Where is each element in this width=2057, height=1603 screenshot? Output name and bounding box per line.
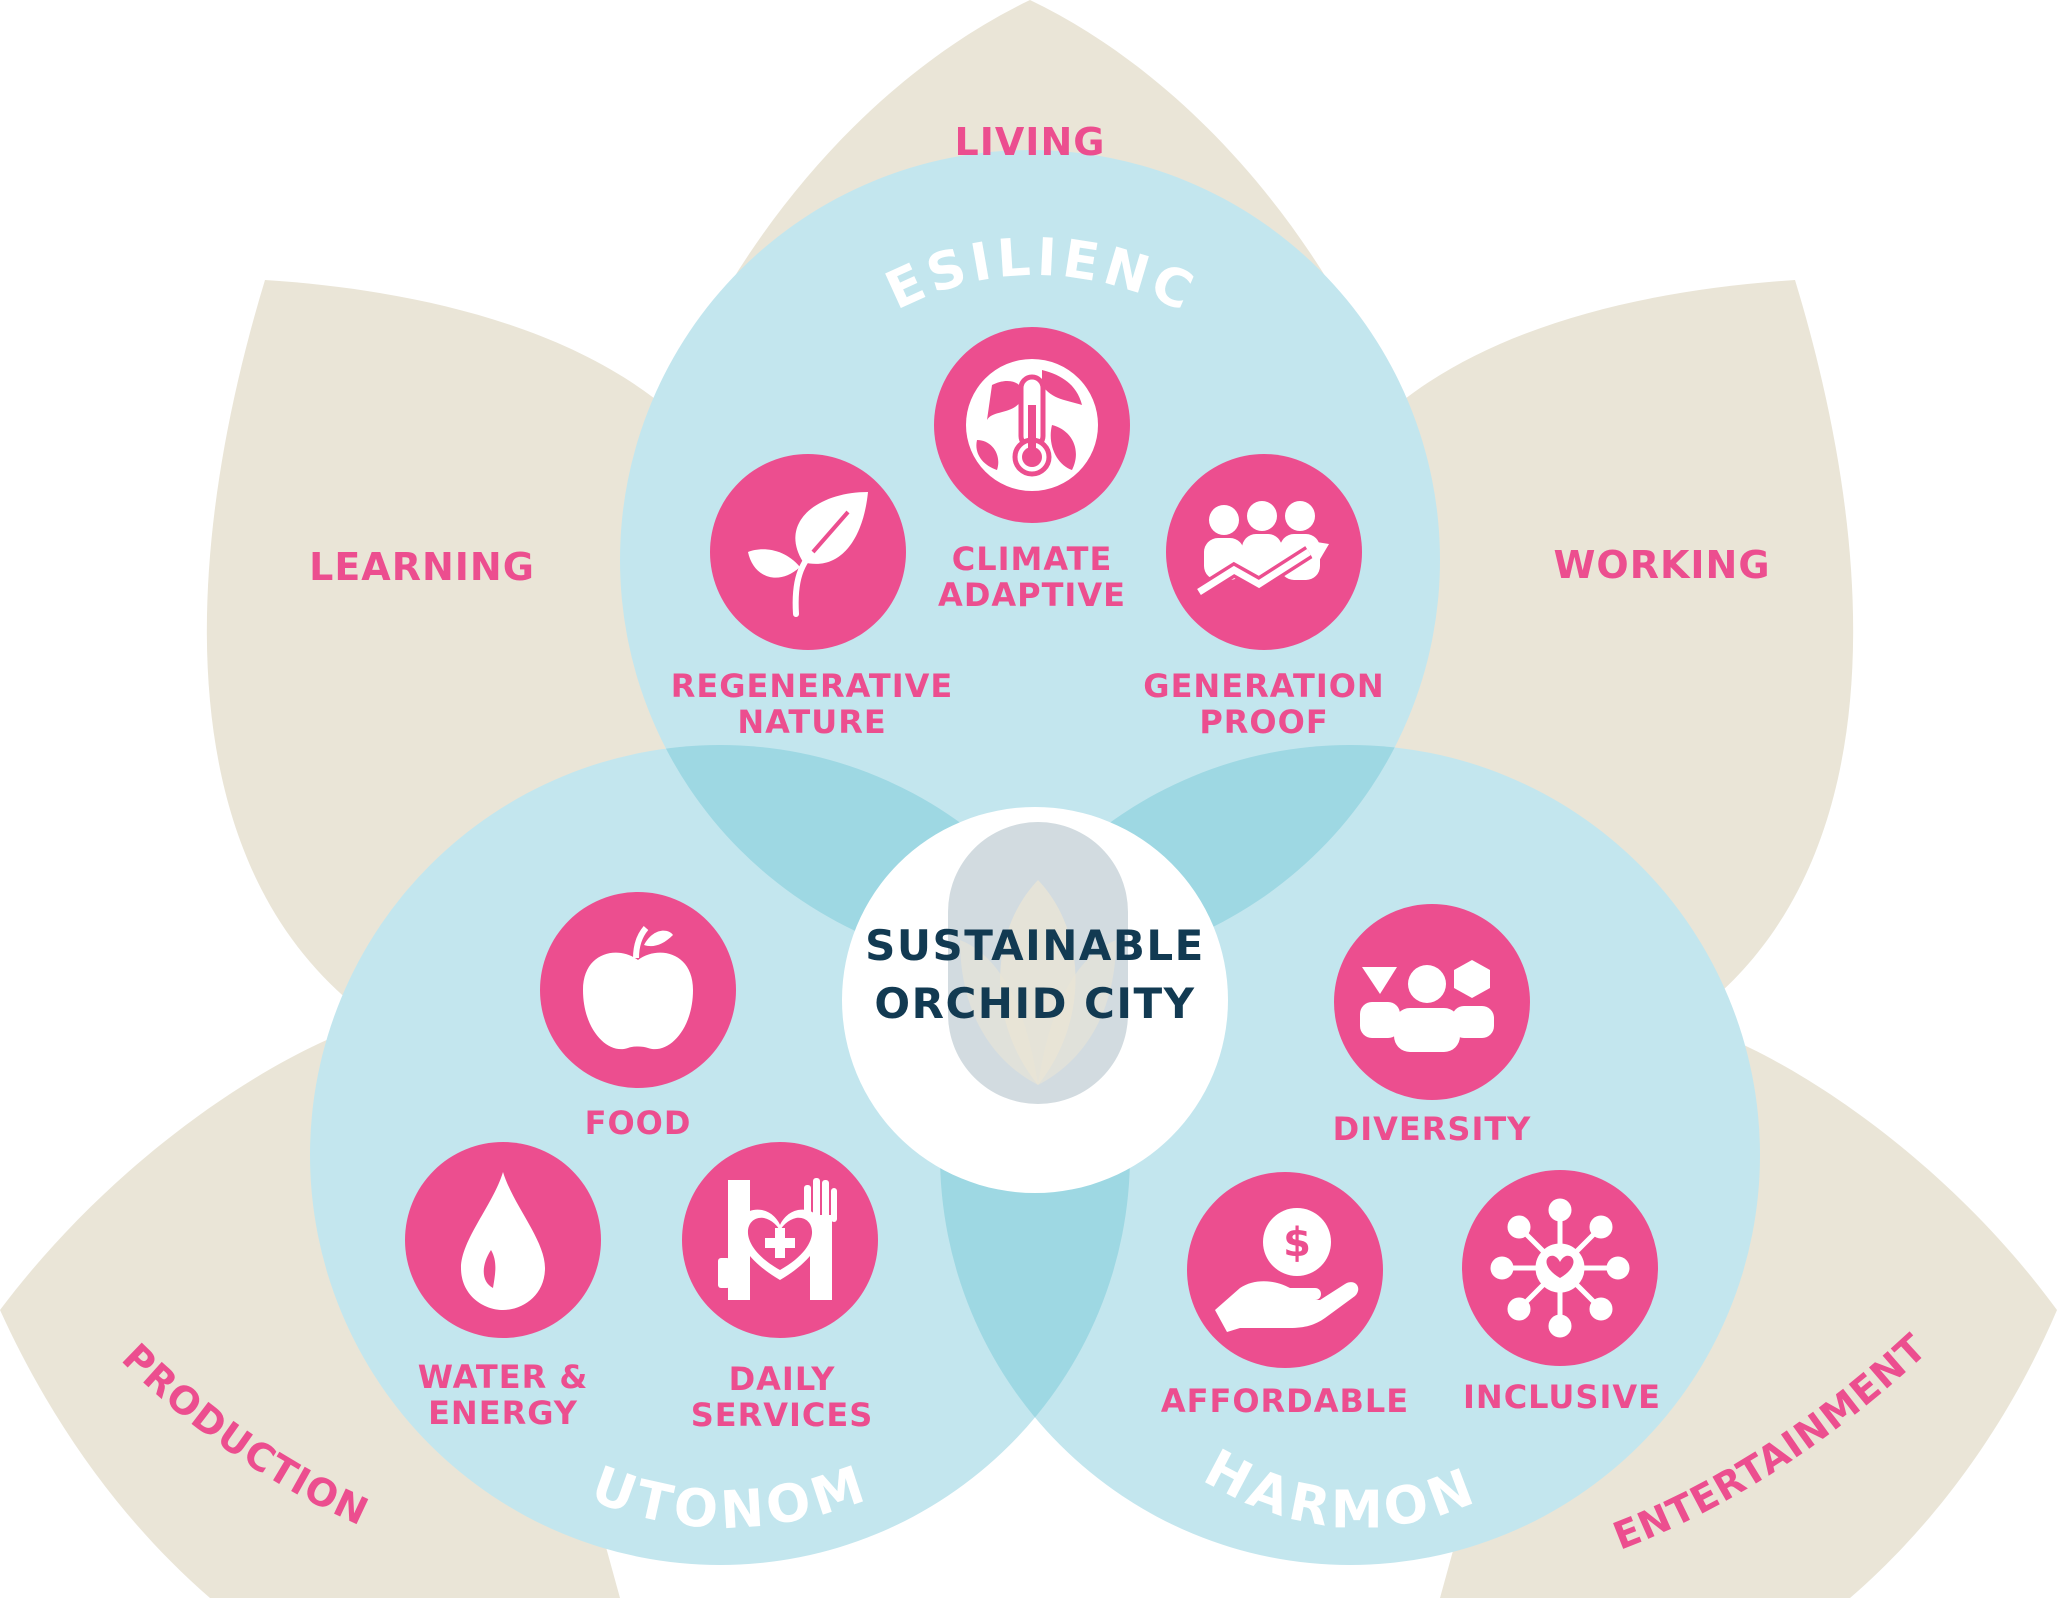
center-badge: SUSTAINABLE ORCHID CITY: [842, 807, 1228, 1193]
svg-text:$: $: [1283, 1220, 1311, 1266]
label-generation-line1: GENERATION: [1143, 667, 1384, 705]
center-title-line2: ORCHID CITY: [874, 979, 1195, 1028]
globe-thermometer-icon: [966, 359, 1098, 491]
label-water-line2: ENERGY: [428, 1394, 578, 1432]
item-labels: CLIMATE ADAPTIVE REGENERATIVE NATURE GEN…: [418, 540, 1661, 1434]
label-daily-line2: SERVICES: [691, 1396, 874, 1434]
label-generation-line2: PROOF: [1199, 703, 1328, 741]
petal-label-living: LIVING: [955, 120, 1106, 164]
hand-coin-icon: $: [1215, 1208, 1359, 1332]
label-affordable: AFFORDABLE: [1161, 1382, 1409, 1420]
label-climate-line1: CLIMATE: [952, 540, 1113, 578]
petal-label-working: WORKING: [1553, 543, 1770, 587]
center-title-line1: SUSTAINABLE: [865, 921, 1205, 970]
diverse-people-icon: [1360, 960, 1494, 1052]
network-heart-icon: [1490, 1198, 1630, 1338]
label-regenerative-line2: NATURE: [737, 703, 886, 741]
label-daily-line1: DAILY: [729, 1360, 836, 1398]
petal-label-learning: LEARNING: [309, 545, 535, 589]
water-drop-icon: [461, 1172, 545, 1310]
label-food: FOOD: [585, 1104, 692, 1142]
label-regenerative-line1: REGENERATIVE: [671, 667, 954, 705]
label-climate-line2: ADAPTIVE: [938, 576, 1126, 614]
label-inclusive: INCLUSIVE: [1463, 1378, 1661, 1416]
label-water-line1: WATER &: [418, 1358, 589, 1396]
label-diversity: DIVERSITY: [1333, 1110, 1532, 1148]
hands-heart-icon: [718, 1178, 837, 1300]
people-growth-arrow-icon: [1195, 501, 1329, 598]
leaf-sprout-icon: [748, 492, 868, 617]
apple-icon: [583, 926, 693, 1050]
